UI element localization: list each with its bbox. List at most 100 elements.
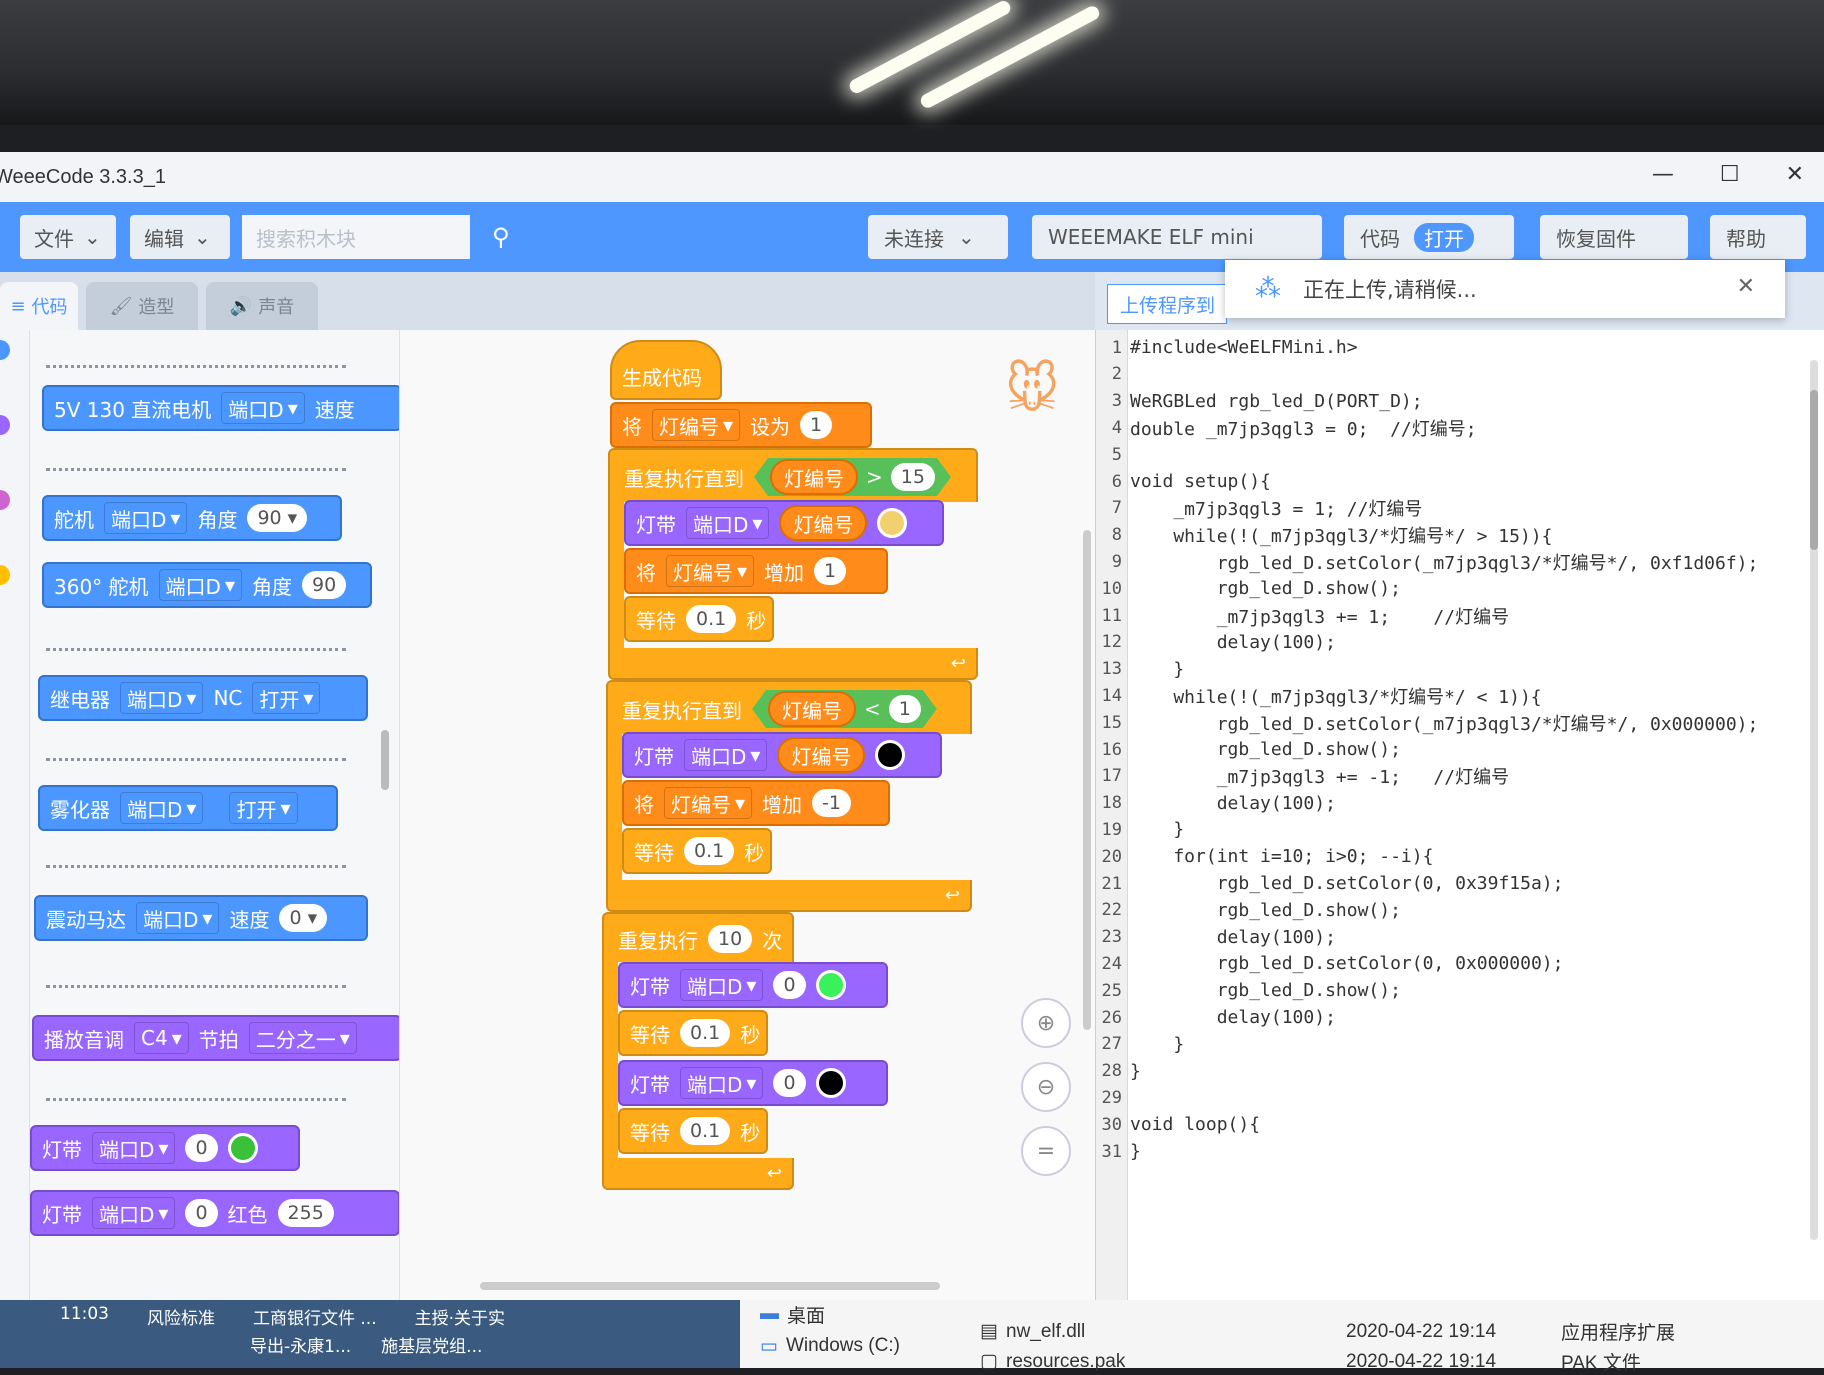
file-row[interactable]: ▤ nw_elf.dll 2020-04-22 19:14 应用程序扩展 bbox=[980, 1318, 1820, 1345]
condition-greater-than[interactable]: 灯编号 > 15 bbox=[754, 458, 951, 496]
wait-seconds-input[interactable]: 0.1 bbox=[680, 1019, 731, 1047]
file-menu[interactable]: 文件 ⌄ bbox=[20, 215, 116, 259]
variable-dropdown[interactable]: 灯编号▾ bbox=[652, 409, 741, 441]
nav-item-desktop[interactable]: ▬ 桌面 bbox=[760, 1300, 960, 1328]
palette-block-play-tone[interactable]: 播放音调 C4▾ 节拍 二分之一▾ bbox=[32, 1015, 399, 1061]
tab-costumes[interactable]: 🖌 造型 bbox=[86, 282, 198, 330]
palette-block-vibration-motor[interactable]: 震动马达 端口D▾ 速度 0 ▾ bbox=[34, 895, 368, 941]
angle-input[interactable]: 90 bbox=[301, 571, 347, 599]
value-input[interactable]: 1 bbox=[800, 411, 833, 439]
category-motion-dot[interactable] bbox=[0, 340, 10, 360]
close-button[interactable]: ✕ bbox=[1785, 162, 1804, 187]
taskbar-item[interactable]: 11:03 bbox=[60, 1304, 109, 1324]
port-dropdown[interactable]: 端口D▾ bbox=[136, 902, 220, 934]
wait-seconds-input[interactable]: 0.1 bbox=[686, 605, 737, 633]
speed-input[interactable]: 0 ▾ bbox=[279, 904, 328, 932]
edit-menu[interactable]: 编辑 ⌄ bbox=[130, 215, 230, 259]
variable-reporter[interactable]: 灯编号 bbox=[768, 691, 856, 727]
variable-reporter[interactable]: 灯编号 bbox=[770, 459, 858, 495]
code-toggle[interactable]: 打开 bbox=[1414, 222, 1474, 252]
zoom-reset-button[interactable]: = bbox=[1021, 1126, 1071, 1176]
minimize-button[interactable]: — bbox=[1651, 162, 1674, 187]
taskbar-item[interactable]: 施基层党组... bbox=[381, 1337, 483, 1357]
tab-sounds[interactable]: 🔊 声音 bbox=[206, 282, 318, 330]
port-dropdown[interactable]: 端口D▾ bbox=[158, 569, 242, 601]
note-dropdown[interactable]: C4▾ bbox=[134, 1022, 189, 1054]
category-looks-dot[interactable] bbox=[0, 415, 10, 435]
palette-block-led-strip-rgb[interactable]: 灯带 端口D▾ 0 红色 255 bbox=[30, 1190, 399, 1236]
port-dropdown[interactable]: 端口D▾ bbox=[686, 507, 770, 539]
restore-firmware-button[interactable]: 恢复固件 bbox=[1540, 215, 1688, 259]
close-icon[interactable]: ✕ bbox=[1736, 274, 1755, 299]
port-dropdown[interactable]: 端口D▾ bbox=[120, 682, 204, 714]
maximize-button[interactable]: ☐ bbox=[1719, 162, 1740, 187]
color-swatch[interactable] bbox=[815, 970, 846, 1000]
taskbar-item[interactable]: 导出-永康1... bbox=[250, 1337, 352, 1357]
wait-seconds-input[interactable]: 0.1 bbox=[680, 1117, 731, 1145]
beat-dropdown[interactable]: 二分之一▾ bbox=[248, 1022, 357, 1054]
repeat-count-input[interactable]: 10 bbox=[708, 925, 753, 953]
hat-block-generate-code[interactable]: 生成代码 bbox=[610, 340, 722, 400]
block-wait[interactable]: 等待 0.1 秒 bbox=[618, 1010, 768, 1056]
script-scrollbar-vertical[interactable] bbox=[1083, 530, 1091, 1030]
port-dropdown[interactable]: 端口D▾ bbox=[221, 392, 305, 424]
category-sound-dot[interactable] bbox=[0, 490, 10, 510]
port-dropdown[interactable]: 端口D▾ bbox=[92, 1132, 176, 1164]
variable-reporter[interactable]: 灯编号 bbox=[777, 737, 866, 773]
variable-reporter[interactable]: 灯编号 bbox=[779, 505, 868, 541]
code-scrollbar-thumb[interactable] bbox=[1810, 390, 1818, 550]
help-button[interactable]: 帮助 bbox=[1710, 215, 1806, 259]
variable-dropdown[interactable]: 灯编号▾ bbox=[666, 555, 755, 587]
state-dropdown[interactable]: 打开▾ bbox=[252, 682, 321, 714]
palette-scrollbar[interactable] bbox=[381, 730, 389, 790]
color-swatch[interactable] bbox=[877, 508, 908, 538]
nav-item-drive[interactable]: ▭ Windows (C:) bbox=[760, 1328, 960, 1364]
board-select[interactable]: WEEEMAKE ELF mini bbox=[1032, 215, 1322, 259]
tab-code[interactable]: ≡ 代码 bbox=[0, 282, 78, 330]
port-dropdown[interactable]: 端口D▾ bbox=[92, 1197, 176, 1229]
upload-program-button[interactable]: 上传程序到 bbox=[1107, 284, 1227, 324]
palette-block-atomizer[interactable]: 雾化器 端口D▾ 打开▾ bbox=[38, 785, 338, 831]
palette-block-led-strip[interactable]: 灯带 端口D▾ 0 bbox=[30, 1125, 300, 1171]
color-swatch[interactable] bbox=[227, 1133, 258, 1163]
block-led-strip[interactable]: 灯带 端口D▾ 0 bbox=[618, 1060, 888, 1106]
color-swatch[interactable] bbox=[875, 740, 906, 770]
state-dropdown[interactable]: 打开▾ bbox=[229, 792, 298, 824]
port-dropdown[interactable]: 端口D▾ bbox=[120, 792, 204, 824]
taskbar-item[interactable]: 工商银行文件 ... bbox=[253, 1309, 377, 1329]
amount-input[interactable]: 255 bbox=[277, 1199, 334, 1227]
block-led-strip-variable[interactable]: 灯带 端口D▾ 灯编号 bbox=[624, 500, 944, 546]
port-dropdown[interactable]: 端口D▾ bbox=[680, 969, 764, 1001]
palette-block-dc-motor[interactable]: 5V 130 直流电机 端口D▾ 速度 bbox=[42, 385, 399, 431]
block-wait[interactable]: 等待 0.1 秒 bbox=[622, 828, 772, 874]
block-change-variable[interactable]: 将 灯编号▾ 增加 -1 bbox=[622, 780, 890, 826]
block-wait[interactable]: 等待 0.1 秒 bbox=[618, 1108, 768, 1154]
port-dropdown[interactable]: 端口D▾ bbox=[680, 1067, 764, 1099]
led-index-input[interactable]: 0 bbox=[185, 1134, 218, 1162]
connection-select[interactable]: 未连接 ⌄ bbox=[868, 215, 1008, 259]
led-index-input[interactable]: 0 bbox=[185, 1199, 218, 1227]
category-events-dot[interactable] bbox=[0, 565, 10, 585]
block-set-variable[interactable]: 将 灯编号▾ 设为 1 bbox=[610, 402, 872, 448]
port-dropdown[interactable]: 端口D▾ bbox=[684, 739, 768, 771]
value-input[interactable]: 1 bbox=[814, 557, 847, 585]
palette-block-relay[interactable]: 继电器 端口D▾ NC 打开▾ bbox=[38, 675, 368, 721]
zoom-in-button[interactable]: ⊕ bbox=[1021, 998, 1071, 1048]
value-input[interactable]: -1 bbox=[812, 789, 851, 817]
palette-block-servo-360[interactable]: 360° 舵机 端口D▾ 角度 90 bbox=[42, 562, 372, 608]
block-search-input[interactable]: 搜索积木块 bbox=[242, 215, 470, 259]
angle-input[interactable]: 90 ▾ bbox=[247, 504, 308, 532]
block-led-strip-variable[interactable]: 灯带 端口D▾ 灯编号 bbox=[622, 732, 942, 778]
compare-value[interactable]: 15 bbox=[891, 463, 935, 491]
port-dropdown[interactable]: 端口D▾ bbox=[104, 502, 188, 534]
palette-block-servo[interactable]: 舵机 端口D▾ 角度 90 ▾ bbox=[42, 495, 342, 541]
zoom-out-button[interactable]: ⊖ bbox=[1021, 1062, 1071, 1112]
color-swatch[interactable] bbox=[815, 1068, 846, 1098]
block-wait[interactable]: 等待 0.1 秒 bbox=[624, 596, 774, 642]
file-row[interactable]: ▢ resources.pak 2020-04-22 19:14 PAK 文件 bbox=[980, 1348, 1820, 1375]
block-change-variable[interactable]: 将 灯编号▾ 增加 1 bbox=[624, 548, 888, 594]
wait-seconds-input[interactable]: 0.1 bbox=[684, 837, 735, 865]
led-index-input[interactable]: 0 bbox=[773, 1069, 806, 1097]
variable-dropdown[interactable]: 灯编号▾ bbox=[664, 787, 753, 819]
code-toggle-group[interactable]: 代码 打开 bbox=[1344, 215, 1514, 259]
